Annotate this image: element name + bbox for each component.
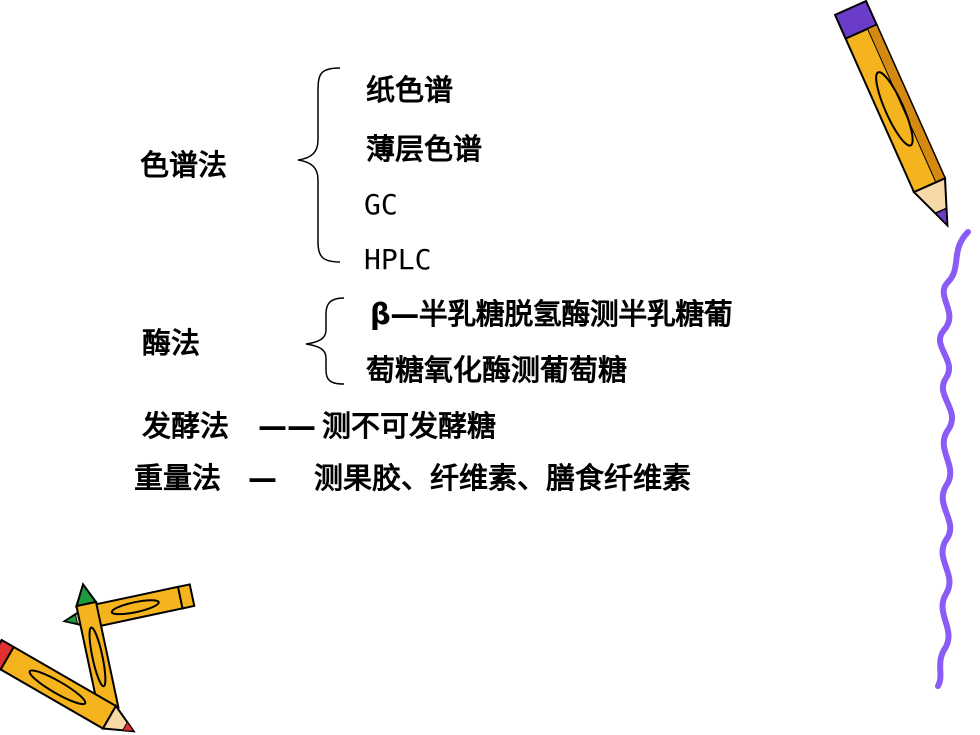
fermentation-separator: —— (258, 409, 316, 443)
fermentation-text: 测不可发酵糖 (322, 409, 497, 443)
enzymatic-item-galactose: β—半乳糖脱氢酶测半乳糖葡 (370, 297, 733, 331)
enzymatic-item-glucose: 萄糖氧化酶测葡萄糖 (366, 353, 628, 387)
chromatography-label: 色谱法 (140, 148, 228, 182)
gravimetric-text: 测果胶、纤维素、膳食纤维素 (314, 461, 692, 495)
fermentation-label: 发酵法 (142, 409, 230, 443)
chromatography-item-paper: 纸色谱 (366, 73, 454, 107)
chromatography-item-gc: GC (364, 188, 398, 221)
enzymatic-label: 酶法 (142, 326, 201, 360)
gravimetric-separator: — (248, 461, 277, 495)
gravimetric-label: 重量法 (134, 461, 222, 495)
chromatography-item-tlc: 薄层色谱 (366, 132, 483, 166)
chromatography-item-hplc: HPLC (364, 243, 432, 276)
